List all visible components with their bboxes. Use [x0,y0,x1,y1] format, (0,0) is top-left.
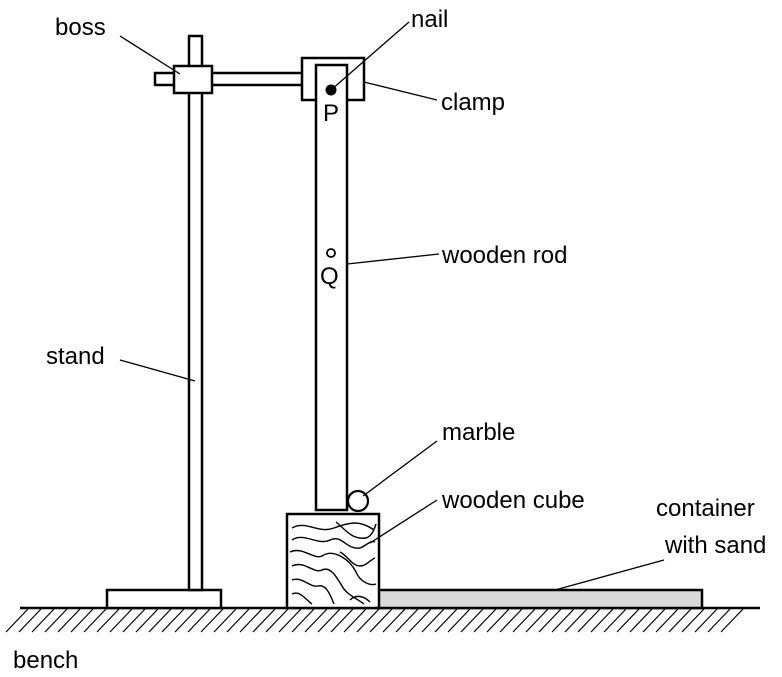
label-container-line1: container [656,495,755,522]
hatch-stroke [499,608,523,633]
hatch-stroke [70,608,94,633]
hatch-stroke [473,608,497,633]
hatch-stroke [57,608,81,633]
label-wooden-cube: wooden cube [441,487,585,514]
hatch-stroke [5,608,29,633]
wooden-cube [285,512,381,610]
hatch-stroke [603,608,627,633]
hatch-stroke [382,608,406,633]
leader-marble [362,440,438,497]
hatch-stroke [174,608,198,633]
leader-wooden-rod [346,253,440,265]
bench [5,606,760,633]
hatch-stroke [161,608,185,633]
hatch-stroke [694,608,718,633]
wooden-cube-body [285,512,381,610]
hatch-stroke [577,608,601,633]
hatch-stroke [369,608,393,633]
leader-lines [119,21,665,591]
hatch-stroke [421,608,445,633]
label-bench: bench [13,647,78,674]
label-point-q: Q [320,263,339,290]
hatch-stroke [525,608,549,633]
hatch-stroke [278,608,302,633]
leader-boss [119,35,181,75]
hatch-stroke [148,608,172,633]
hatch-stroke [395,608,419,633]
wooden-rod [314,63,349,512]
hatch-stroke [239,608,263,633]
hatch-stroke [460,608,484,633]
hatch-stroke [18,608,42,633]
hatch-stroke [291,608,315,633]
hatch-stroke [44,608,68,633]
container-with-sand [376,588,704,610]
hatch-stroke [122,608,146,633]
label-clamp: clamp [441,89,505,116]
label-point-p: P [323,100,339,127]
hatch-stroke [265,608,289,633]
leader-stand [119,359,196,382]
hatch-stroke [187,608,211,633]
hatch-stroke [109,608,133,633]
hatch-stroke [356,608,380,633]
hatch-stroke [343,608,367,633]
hatch-stroke [226,608,250,633]
hatch-stroke [551,608,575,633]
hatch-stroke [616,608,640,633]
label-nail: nail [411,6,448,33]
leader-wooden-cube [369,499,438,544]
label-marble: marble [442,419,515,446]
hatch-stroke [564,608,588,633]
leader-nail [330,21,410,91]
hatch-stroke [655,608,679,633]
hatch-stroke [486,608,510,633]
leader-clamp [363,81,438,101]
bench-hatching [5,608,744,633]
hatch-stroke [200,608,224,633]
label-boss: boss [55,14,106,41]
hatch-stroke [720,608,744,633]
hatch-stroke [330,608,354,633]
hatch-stroke [629,608,653,633]
hatch-stroke [707,608,731,633]
hatch-stroke [31,608,55,633]
hatch-stroke [304,608,328,633]
label-container-line2: with sand [664,532,766,559]
hatch-stroke [96,608,120,633]
wood-grain [289,521,377,605]
hatch-stroke [83,608,107,633]
hatch-stroke [538,608,562,633]
hatch-stroke [668,608,692,633]
stand-rod [187,34,204,592]
label-wooden-rod: wooden rod [441,242,567,269]
hatch-stroke [512,608,536,633]
hatch-stroke [590,608,614,633]
hatch-stroke [434,608,458,633]
boss [172,64,214,95]
hatch-stroke [317,608,341,633]
hatch-stroke [252,608,276,633]
hatch-stroke [681,608,705,633]
hole-point-q [326,248,336,258]
hatch-stroke [213,608,237,633]
hatch-stroke [447,608,471,633]
hatch-stroke [135,608,159,633]
stand-base [105,588,223,610]
hatch-stroke [642,608,666,633]
leader-container [554,559,665,591]
label-stand: stand [46,343,105,370]
hatch-stroke [408,608,432,633]
